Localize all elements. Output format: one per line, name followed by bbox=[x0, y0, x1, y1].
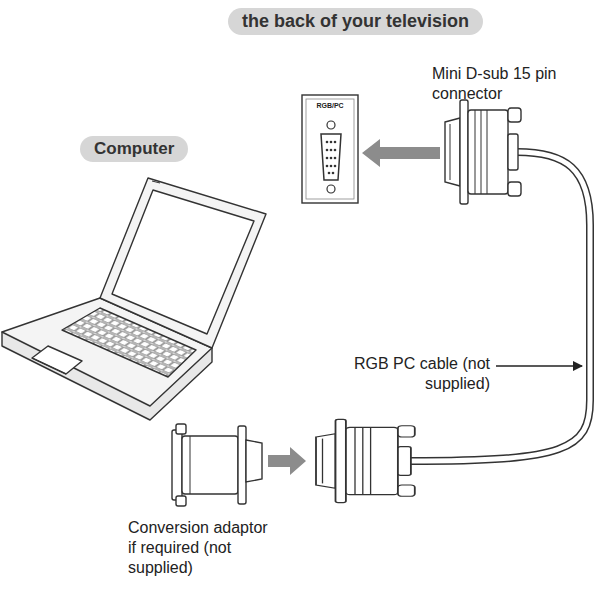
conversion-adaptor bbox=[172, 424, 262, 506]
cable bbox=[410, 152, 590, 461]
illustration-part bbox=[176, 496, 186, 506]
illustration-part bbox=[32, 358, 66, 374]
vga-port bbox=[321, 134, 341, 180]
port-screw bbox=[327, 121, 335, 129]
illustration-part bbox=[190, 436, 191, 494]
illustration-part bbox=[172, 430, 182, 500]
leader-arrow bbox=[496, 365, 582, 366]
title-pill: the back of your television bbox=[228, 8, 483, 35]
vga-connector-bottom bbox=[316, 419, 415, 502]
adaptor-label: Conversion adaptor if required (not supp… bbox=[128, 518, 273, 578]
illustration-part bbox=[326, 165, 329, 168]
tv-panel bbox=[302, 95, 358, 203]
illustration-part bbox=[326, 157, 329, 160]
insert-arrow bbox=[268, 447, 306, 475]
illustration-part bbox=[246, 440, 262, 482]
illustration-part bbox=[176, 424, 186, 434]
connector-label: Mini D-sub 15 pin connector bbox=[432, 64, 567, 104]
illustration-part bbox=[330, 141, 333, 144]
port-label: RGB/PC bbox=[306, 102, 354, 111]
illustration-part bbox=[330, 165, 333, 168]
illustration-part bbox=[112, 190, 254, 334]
laptop bbox=[2, 178, 266, 420]
cable-core bbox=[410, 152, 590, 461]
illustration-part bbox=[334, 165, 337, 168]
illustration-part bbox=[334, 157, 337, 160]
vga-connector-top bbox=[445, 100, 521, 204]
section-pill: Computer bbox=[80, 136, 188, 162]
illustration-part bbox=[328, 172, 331, 175]
illustration-part bbox=[326, 149, 329, 152]
illustration-part bbox=[330, 157, 333, 160]
tv-panel-inner bbox=[306, 99, 354, 199]
illustration-part bbox=[182, 436, 238, 494]
illustration-part bbox=[326, 141, 329, 144]
illustration-part bbox=[62, 308, 196, 377]
node-text: Computer bbox=[94, 139, 174, 158]
illustration-part bbox=[330, 149, 333, 152]
insert-arrow bbox=[362, 139, 440, 167]
illustration-part bbox=[332, 172, 335, 175]
illustration-part bbox=[32, 346, 82, 374]
illustration-part bbox=[238, 426, 246, 504]
illustration-part bbox=[334, 141, 337, 144]
illustration-part bbox=[152, 181, 160, 183]
port-pins bbox=[326, 141, 337, 175]
port-screw bbox=[327, 185, 335, 193]
cable-label: RGB PC cable (not supplied) bbox=[340, 354, 490, 394]
illustration-part bbox=[334, 149, 337, 152]
